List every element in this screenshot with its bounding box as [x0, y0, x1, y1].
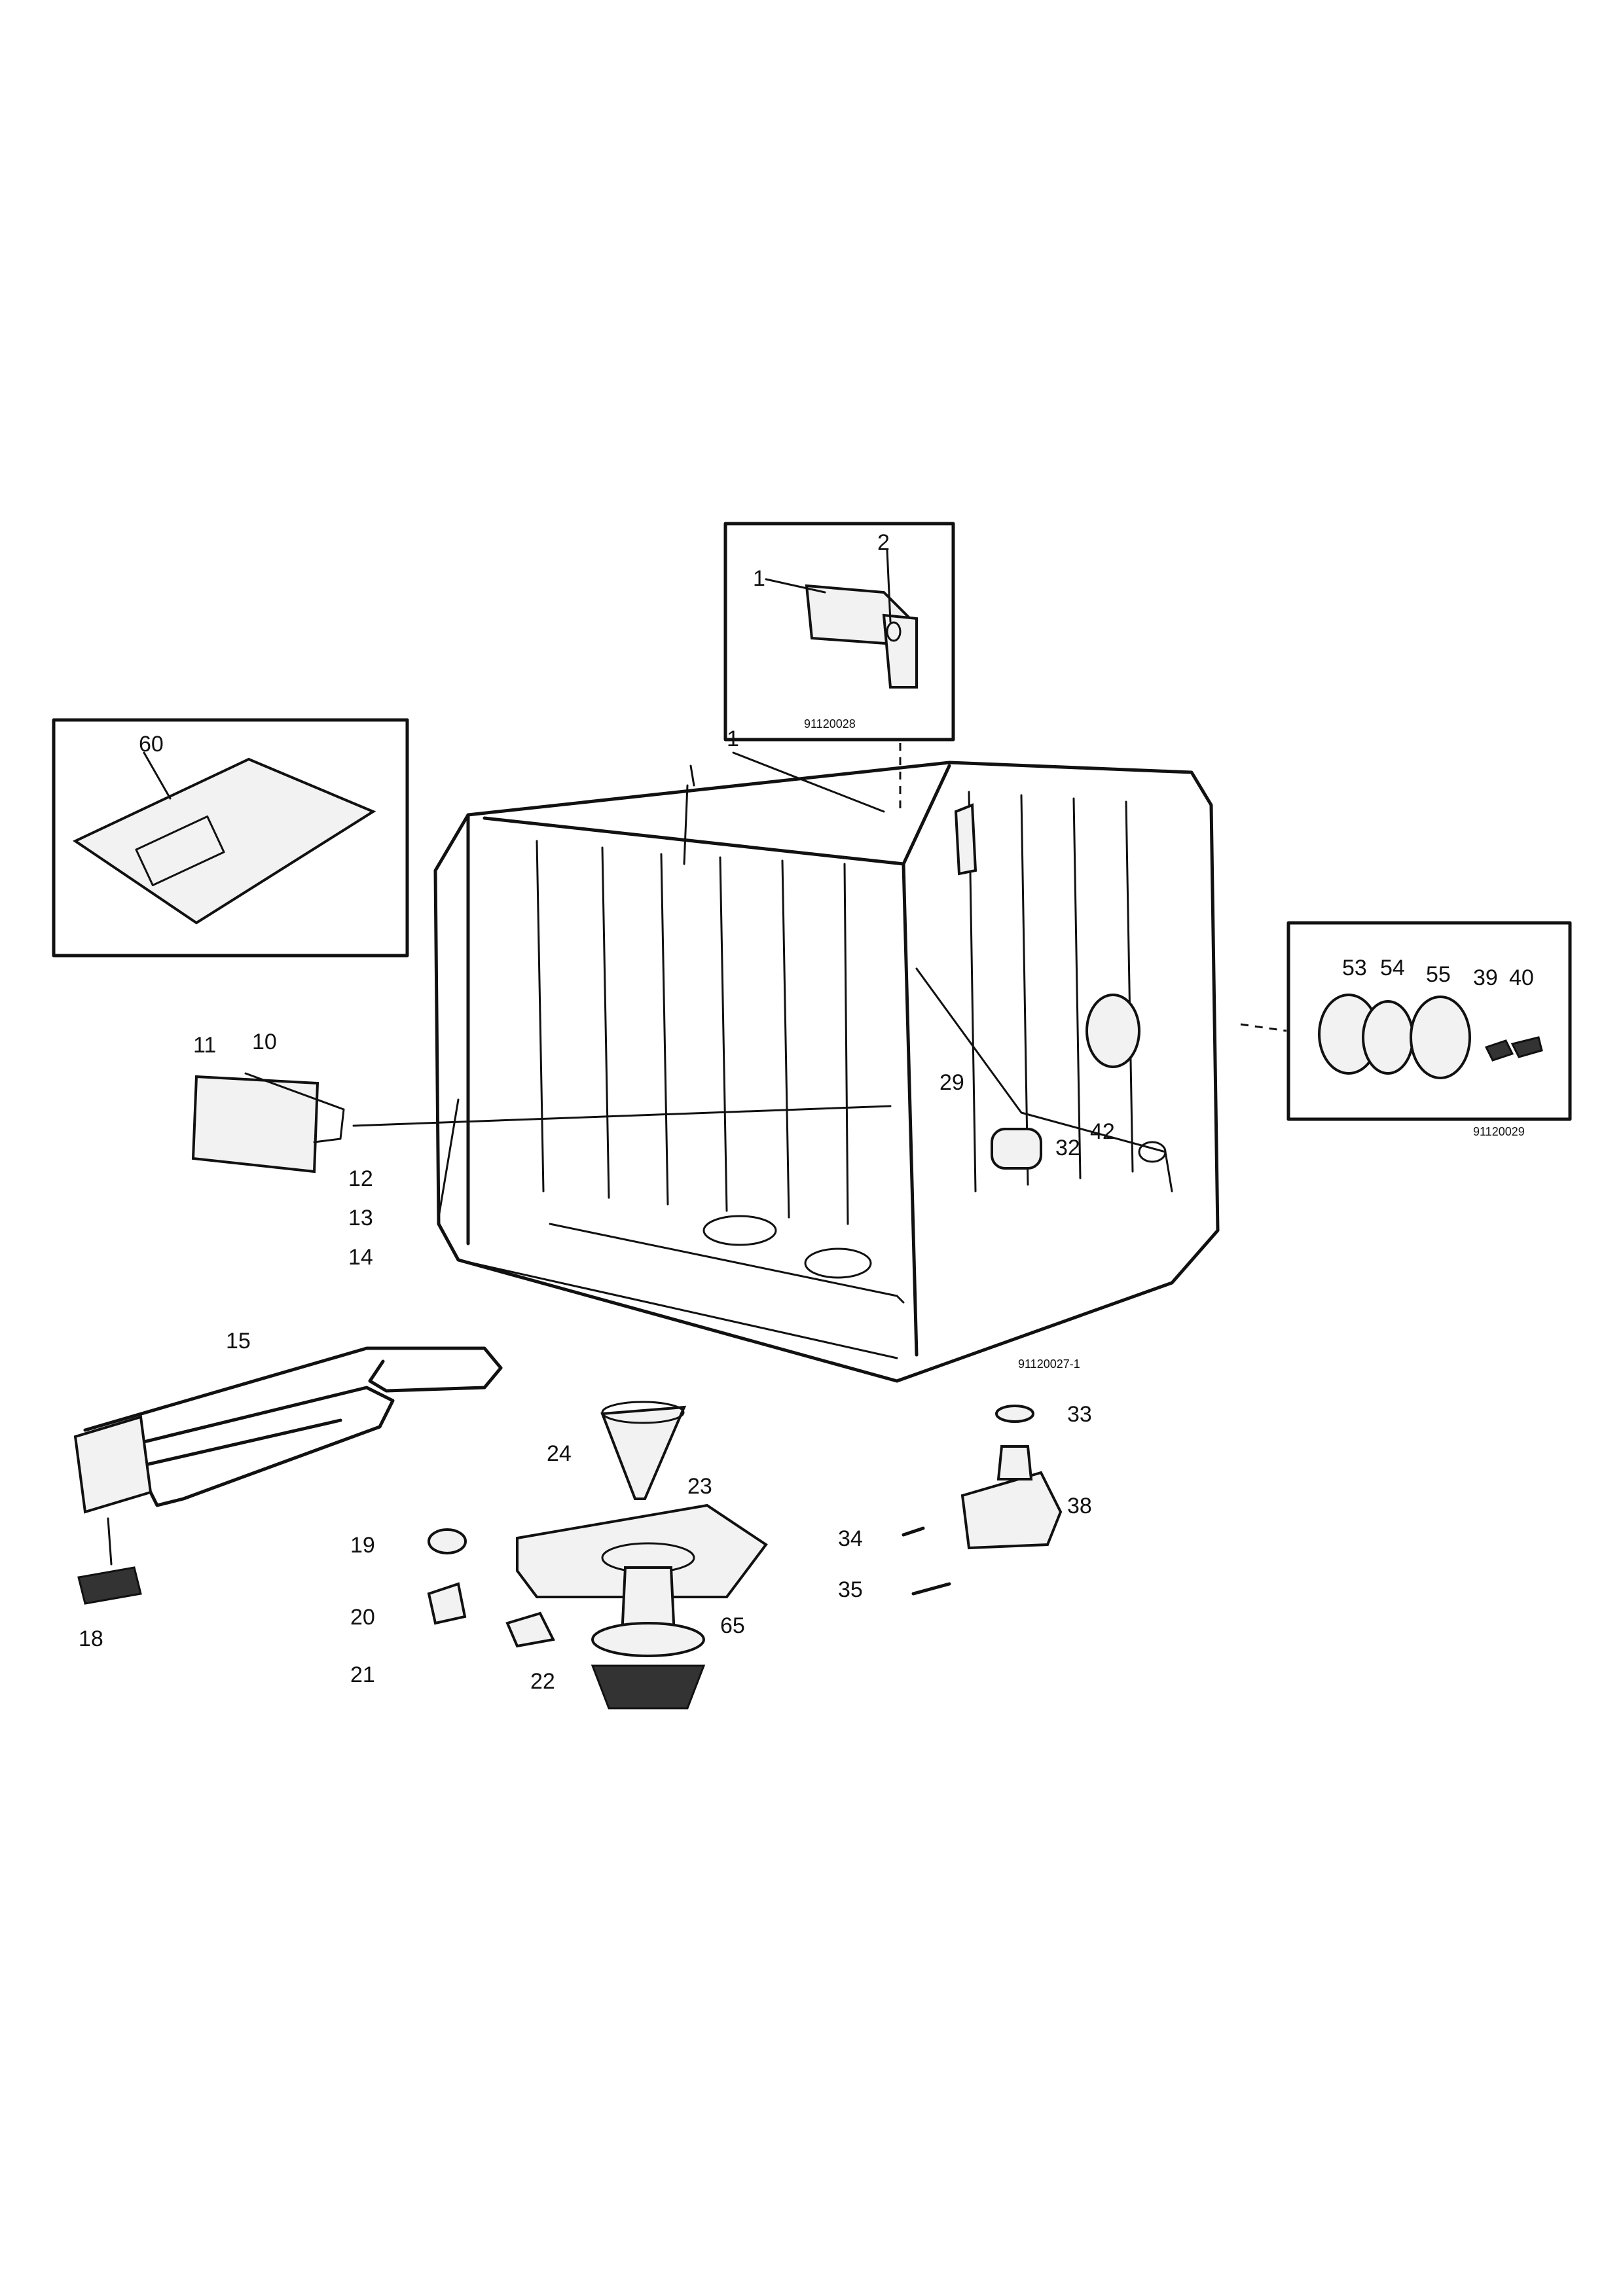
- callout-15: 15: [226, 1329, 251, 1354]
- main-code: 91120027-1: [1018, 1357, 1080, 1371]
- callout-38: 38: [1067, 1494, 1092, 1518]
- callout-60: 60: [139, 732, 164, 757]
- heating-element: 15 18: [73, 1329, 503, 1651]
- filter-sump: 24 23 65: [516, 1401, 768, 1710]
- callout-21: 21: [350, 1662, 375, 1687]
- callout-11: 11: [193, 1033, 216, 1058]
- callout-19: 19: [350, 1533, 375, 1558]
- callout-32: 32: [1055, 1136, 1080, 1160]
- callout-14: 14: [348, 1245, 373, 1270]
- callout-20: 20: [350, 1605, 375, 1630]
- booklet-inset: 60: [52, 718, 409, 958]
- hinge-inset: 1 2 91120028: [723, 522, 955, 742]
- callout-33: 33: [1067, 1402, 1092, 1427]
- pump-parts: 33 38 34 35: [838, 1402, 1092, 1602]
- callout-55: 55: [1426, 962, 1451, 987]
- callout-29: 29: [939, 1070, 964, 1095]
- callout-12: 12: [348, 1166, 373, 1191]
- seal-inset-code: 91120029: [1473, 1125, 1525, 1138]
- callout-18: 18: [79, 1626, 103, 1651]
- callout-35: 35: [838, 1577, 863, 1602]
- callout-34: 34: [838, 1526, 863, 1551]
- callout-54: 54: [1380, 956, 1405, 980]
- insulation-pad: 11 10 12 13 14: [191, 1030, 373, 1270]
- callout-65: 65: [720, 1613, 745, 1638]
- seal-inset: 53 54 55 39 40 91120029: [1286, 921, 1572, 1138]
- callout-13: 13: [348, 1206, 373, 1230]
- callout-22: 22: [530, 1669, 555, 1694]
- callout-10: 10: [252, 1030, 277, 1054]
- callout-23: 23: [687, 1474, 712, 1499]
- callout-39: 39: [1473, 965, 1498, 990]
- small-parts-left: 19 20 21 22: [350, 1528, 555, 1694]
- callout-1b: 1: [727, 726, 739, 751]
- callout-1: 1: [753, 566, 765, 591]
- callout-2: 2: [877, 530, 890, 555]
- hinge-inset-code: 91120028: [804, 717, 856, 730]
- callout-40: 40: [1509, 965, 1534, 990]
- callout-53: 53: [1342, 956, 1367, 980]
- callout-24: 24: [547, 1441, 572, 1466]
- callout-42: 42: [1090, 1119, 1115, 1144]
- tub-body: 1 29 42 32 91120027-1: [352, 726, 1220, 1383]
